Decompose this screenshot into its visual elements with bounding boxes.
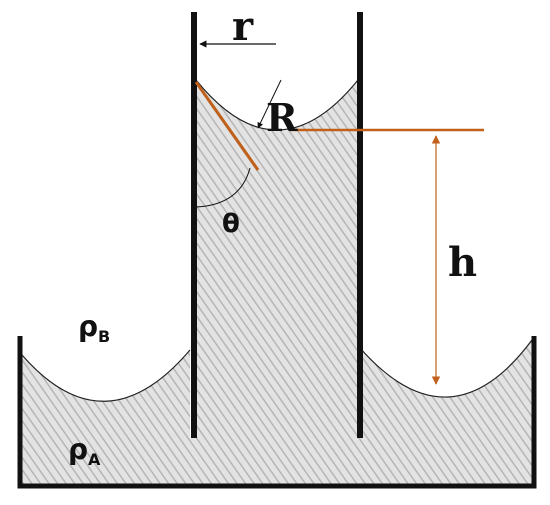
outer-meniscus-left xyxy=(21,349,191,402)
density-b-subscript: B xyxy=(98,327,110,346)
tube-meniscus xyxy=(195,79,359,131)
radius-r-label: r xyxy=(232,3,254,50)
height-h-label: h xyxy=(448,239,477,286)
density-b-label: ρB xyxy=(78,310,110,346)
outer-meniscus-right xyxy=(359,339,533,398)
density-b-rho: ρ xyxy=(78,310,98,343)
curvature-R-label: R xyxy=(266,95,298,140)
vessel-outline xyxy=(17,336,537,489)
contact-tangent-line xyxy=(194,81,260,171)
density-a-label: ρA xyxy=(68,433,101,469)
contact-angle-arc xyxy=(195,167,251,208)
liquid-column-region xyxy=(196,80,358,438)
density-a-subscript: A xyxy=(88,450,101,469)
curvature-R-arrow xyxy=(257,79,282,129)
liquid-bottom-region xyxy=(22,438,532,484)
density-a-rho: ρ xyxy=(68,433,88,466)
contact-angle-theta-label: θ xyxy=(222,209,240,239)
